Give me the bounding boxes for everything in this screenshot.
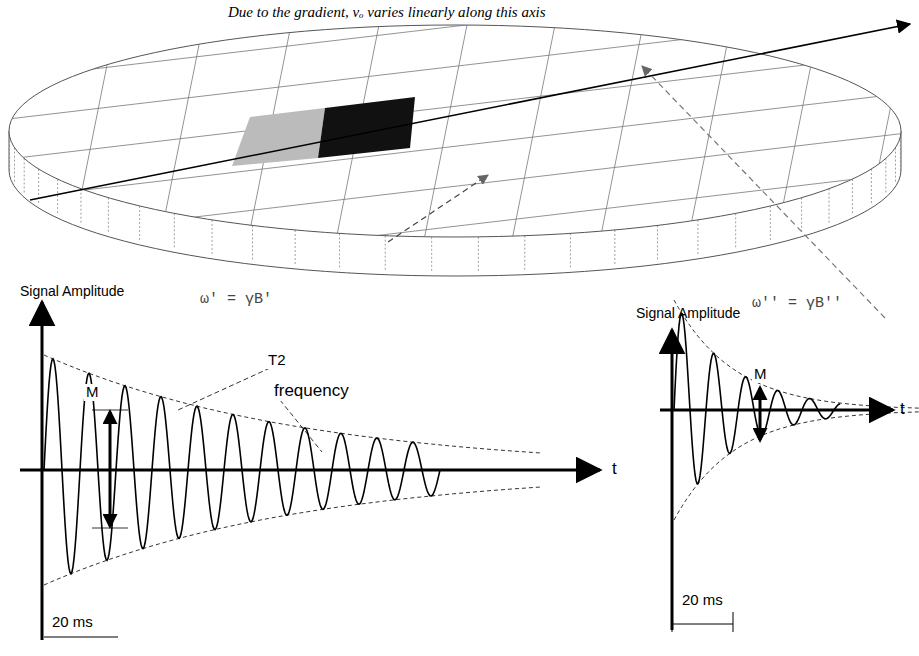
wall-tick — [252, 225, 253, 261]
wall-tick — [38, 169, 39, 205]
disk-top — [9, 25, 901, 237]
label: M — [84, 384, 101, 401]
wall-tick — [339, 233, 340, 269]
label: ω′′ = γB′′ — [752, 296, 842, 313]
wall-tick — [524, 236, 525, 272]
t2-envelope — [44, 355, 540, 585]
grid-line — [0, 372, 919, 480]
wall-tick — [9, 137, 10, 173]
wall-tick — [385, 236, 386, 272]
wall-tick — [829, 189, 830, 225]
wall-tick — [14, 148, 15, 184]
y-axis — [671, 330, 674, 630]
label: 20 ms — [52, 614, 93, 631]
wall-tick — [174, 213, 175, 249]
t-axis — [660, 409, 893, 412]
grid-line — [596, 0, 648, 260]
amplitude-tick — [92, 528, 128, 529]
amplitude-tick — [92, 410, 128, 411]
wall-tick — [871, 169, 872, 205]
leader-line — [178, 368, 270, 410]
grid-line — [860, 0, 912, 260]
label: ω′ = γB′ — [200, 292, 272, 309]
wall-tick — [900, 137, 901, 173]
gradient-axis — [30, 24, 910, 200]
wall-tick — [478, 237, 479, 273]
wall-tick — [735, 213, 736, 249]
label: Signal Amplitude — [636, 306, 740, 321]
wall-tick — [697, 220, 698, 256]
label: t — [612, 460, 617, 479]
label: t — [900, 400, 905, 419]
fid-wave — [44, 359, 440, 574]
label: frequency — [272, 382, 351, 401]
voxel-dark — [318, 97, 415, 158]
grid-line — [772, 0, 824, 260]
grid-line — [508, 0, 560, 260]
label: Due to the gradient, vₒ varies linearly … — [228, 4, 546, 21]
grid-line — [420, 0, 472, 260]
grid-line — [0, 292, 919, 400]
grid-line — [0, 12, 919, 120]
grid-line — [0, 132, 919, 240]
wall-tick — [24, 158, 25, 194]
grid-line — [0, 52, 919, 160]
scale-bracket — [672, 612, 733, 632]
grid-line — [0, 92, 919, 200]
wall-tick — [570, 233, 571, 269]
wall-tick — [770, 206, 771, 242]
wall-tick — [108, 198, 109, 234]
t-axis — [20, 469, 600, 472]
wall-tick — [212, 220, 213, 256]
label: 20 ms — [682, 592, 723, 609]
grid-line — [684, 0, 736, 260]
amplitude-arrow — [109, 412, 112, 526]
wall-tick — [895, 148, 896, 184]
pointer-line — [642, 66, 885, 318]
wall-tick — [139, 206, 140, 242]
wall-tick — [431, 237, 432, 273]
wall-tick — [295, 230, 296, 266]
label: M — [752, 366, 769, 383]
wall-tick — [885, 158, 886, 194]
grid-line — [68, 0, 120, 260]
t2-envelope — [674, 300, 919, 520]
amplitude-arrow — [759, 388, 762, 440]
grid-line — [0, 0, 32, 260]
label: Signal Amplitude — [20, 284, 124, 299]
fid-wave — [674, 314, 840, 484]
grid-line — [0, 332, 919, 440]
wall-tick — [801, 198, 802, 234]
grid-line — [0, 252, 919, 360]
grid-line — [0, 0, 919, 40]
wall-tick — [57, 179, 58, 215]
leader-line — [280, 400, 322, 452]
wall-tick — [657, 225, 658, 261]
grid-line — [0, 212, 919, 320]
wall-tick — [80, 189, 81, 225]
grid-line — [156, 0, 208, 260]
wall-tick — [852, 179, 853, 215]
pointer-line — [388, 175, 488, 242]
voxel-grid — [0, 0, 919, 480]
wall-tick — [614, 230, 615, 266]
scale-bar — [44, 637, 118, 638]
grid-line — [0, 172, 919, 280]
label: T2 — [266, 352, 288, 369]
